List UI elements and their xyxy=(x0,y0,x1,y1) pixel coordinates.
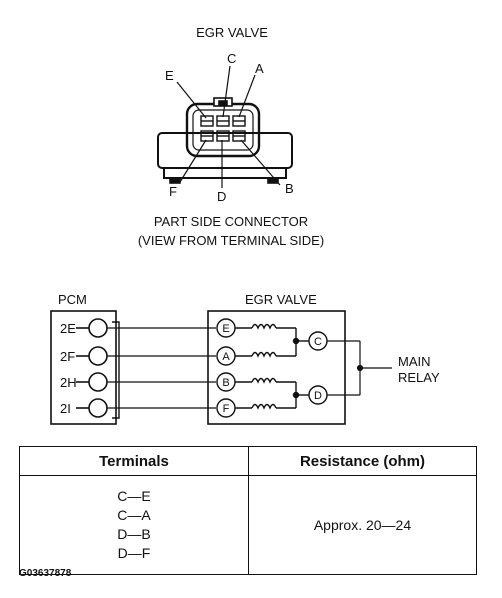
valve-terminal-f: F xyxy=(223,403,230,415)
wiring-diagram: EGR VALVE xyxy=(50,25,440,425)
valve-terminal-e: E xyxy=(222,323,229,335)
pcm-terminal-2f: 2F xyxy=(60,349,75,364)
egr-valve-box xyxy=(207,310,346,425)
pcm-box xyxy=(50,310,117,425)
pcm-terminal-2e: 2E xyxy=(60,321,76,336)
connector-title: EGR VALVE xyxy=(196,25,268,40)
terminal-pair: D—B xyxy=(117,526,151,542)
terminals-cell: C—E C—A D—B D—F xyxy=(19,475,249,575)
connector-caption-line1: PART SIDE CONNECTOR xyxy=(154,214,308,229)
pin-label-c: C xyxy=(227,51,236,66)
pin-label-e: E xyxy=(165,68,174,83)
relay-wiring xyxy=(327,340,392,396)
pin-label-d: D xyxy=(217,189,226,204)
common-terminal-d: D xyxy=(314,390,322,402)
connector-caption-line2: (VIEW FROM TERMINAL SIDE) xyxy=(138,233,324,248)
figure-code: G03637878 xyxy=(19,568,72,579)
pcm-terminal-circles xyxy=(76,318,108,418)
signal-wires xyxy=(107,327,216,409)
pin-label-a: A xyxy=(255,61,264,76)
connector-drawing: EGR VALVE xyxy=(138,25,324,248)
table-row: C—E C—A D—B D—F Approx. 20—24 xyxy=(19,475,477,575)
valve-terminal-b: B xyxy=(222,377,229,389)
pin-label-b: B xyxy=(285,181,294,196)
pcm-terminal-2i: 2I xyxy=(60,401,71,416)
terminal-pair: C—E xyxy=(117,488,151,504)
pin-label-f: F xyxy=(169,184,177,199)
resistance-cell: Approx. 20—24 xyxy=(248,475,477,575)
terminal-cavities xyxy=(200,115,246,142)
schematic: PCM EGR VALVE 2E 2F 2H 2I xyxy=(50,292,440,425)
terminal-pair: D—F xyxy=(117,545,151,561)
table-header-row: Terminals Resistance (ohm) xyxy=(19,446,477,476)
valve-terminal-a: A xyxy=(222,351,230,363)
common-terminal-c: C xyxy=(314,336,322,348)
pcm-label: PCM xyxy=(58,292,87,307)
valve-terminal-circles xyxy=(216,318,236,418)
main-relay-label-line1: MAIN xyxy=(398,354,431,369)
coil-windings xyxy=(235,323,309,410)
pcm-terminal-2h: 2H xyxy=(60,375,77,390)
resistance-header: Resistance (ohm) xyxy=(248,446,477,476)
resistance-table: Terminals Resistance (ohm) C—E C—A D—B D… xyxy=(19,446,477,575)
egr-valve-label: EGR VALVE xyxy=(245,292,317,307)
main-relay-label-line2: RELAY xyxy=(398,370,440,385)
terminals-header: Terminals xyxy=(19,446,249,476)
terminal-pair: C—A xyxy=(117,507,151,523)
